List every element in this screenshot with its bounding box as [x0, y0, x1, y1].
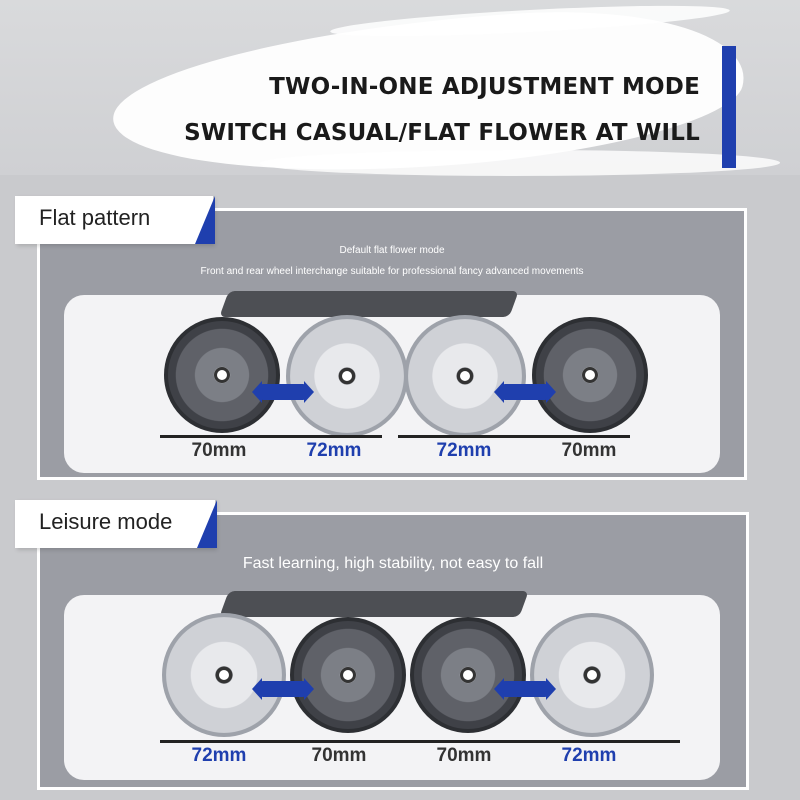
- top-brush-background: [0, 0, 800, 190]
- swap-arrow-icon: [252, 678, 314, 700]
- headline-line1: TWO-IN-ONE ADJUSTMENT MODE: [269, 74, 700, 100]
- label-corner-accent: [197, 500, 217, 548]
- swap-arrow-icon: [494, 381, 556, 403]
- leisure-description: Fast learning, high stability, not easy …: [242, 555, 544, 572]
- wheel-size-label: 70mm: [191, 440, 247, 461]
- baseline: [398, 435, 630, 438]
- brush-stroke: [253, 150, 787, 176]
- wheel: [532, 317, 648, 433]
- wheel-size-label: 70mm: [436, 745, 492, 766]
- wheel: [286, 315, 408, 437]
- wheel: [162, 613, 286, 737]
- swap-arrow-icon: [494, 678, 556, 700]
- wheel: [290, 617, 406, 733]
- flat-pattern-panel: Default flat flower mode Front and rear …: [37, 208, 747, 480]
- leisure-mode-tab[interactable]: Leisure mode: [15, 500, 217, 548]
- swap-arrow-icon: [252, 381, 314, 403]
- leisure-mode-panel: Fast learning, high stability, not easy …: [37, 512, 749, 790]
- label-corner-accent: [195, 196, 215, 244]
- wheel-size-label: 72mm: [436, 440, 492, 461]
- headline-line2: SWITCH CASUAL/FLAT FLOWER AT WILL: [184, 120, 700, 146]
- leisure-mode-label: Leisure mode: [39, 509, 173, 534]
- skate-frame: [219, 591, 529, 617]
- flat-description: Front and rear wheel interchange suitabl…: [200, 266, 584, 277]
- wheel-size-label: 70mm: [561, 440, 617, 461]
- wheel-size-label: 72mm: [306, 440, 362, 461]
- accent-bar: [722, 46, 736, 168]
- baseline: [160, 740, 680, 743]
- flat-pattern-label: Flat pattern: [39, 205, 151, 230]
- wheel: [164, 317, 280, 433]
- wheel-size-label: 72mm: [191, 745, 247, 766]
- leisure-product-area: 72mm 70mm 70mm 72mm: [64, 591, 720, 780]
- flat-subtitle: Default flat flower mode: [339, 245, 445, 256]
- wheel-size-label: 72mm: [561, 745, 617, 766]
- wheel: [404, 315, 526, 437]
- flat-product-area: 70mm 72mm 72mm 70mm: [64, 291, 720, 473]
- wheel: [530, 613, 654, 737]
- baseline: [160, 435, 382, 438]
- wheel: [410, 617, 526, 733]
- skate-frame: [219, 291, 519, 317]
- wheel-size-label: 70mm: [311, 745, 367, 766]
- flat-pattern-tab[interactable]: Flat pattern: [15, 196, 215, 244]
